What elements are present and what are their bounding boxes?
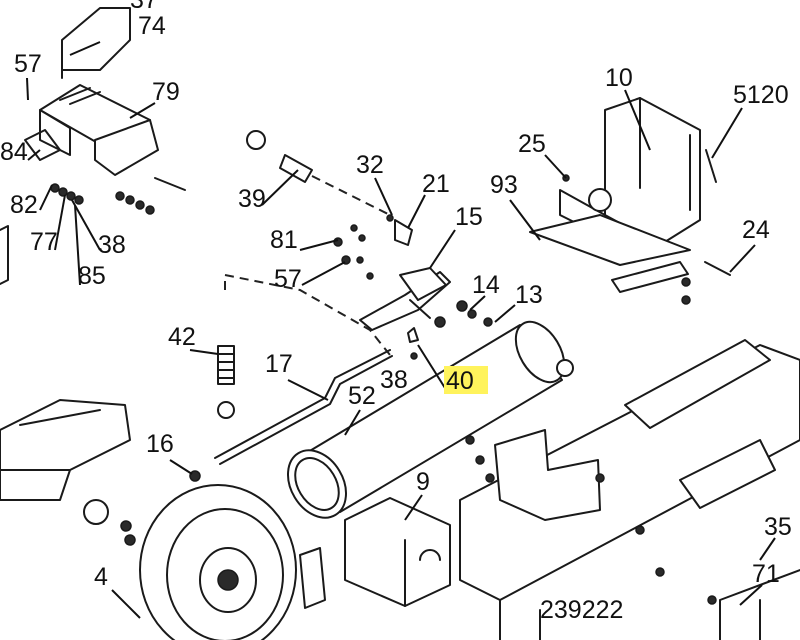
hitch-bracket-79	[24, 84, 159, 176]
mount-plate-93	[529, 149, 731, 305]
washers-81-57	[333, 224, 374, 280]
callout-14: 14	[472, 271, 500, 299]
leader-lines	[26, 41, 776, 619]
callout-4: 4	[94, 563, 108, 591]
callout-85: 85	[78, 262, 106, 290]
callout-71: 71	[752, 560, 780, 588]
callout-5120: 5120	[733, 81, 789, 109]
fitting-32-21	[386, 214, 413, 246]
bracket-9	[344, 497, 451, 607]
callout-25: 25	[518, 130, 546, 158]
tongue-base-left	[0, 399, 131, 501]
callout-15: 15	[455, 203, 483, 231]
callout-77: 77	[30, 228, 58, 256]
callout-21: 21	[422, 170, 450, 198]
callout-57-lower: 57	[274, 265, 302, 293]
knob-39	[246, 130, 391, 216]
callout-37: 37	[130, 0, 158, 14]
control-valve-15	[359, 267, 493, 331]
callout-highlight	[444, 366, 488, 394]
callout-93: 93	[490, 171, 518, 199]
callout-32: 32	[356, 151, 384, 179]
valve-bracket-10	[559, 97, 701, 246]
callout-35: 35	[764, 513, 792, 541]
callout-74: 74	[138, 12, 166, 40]
callout-labels: 37 74 57 79 84 82 77 38 85 39 32 21 81 5…	[0, 0, 792, 624]
callout-17: 17	[265, 350, 293, 378]
hydraulic-line	[224, 273, 391, 356]
callout-42: 42	[168, 323, 196, 351]
fitting-40-small	[407, 327, 419, 360]
wheel-4	[83, 470, 326, 640]
callout-84: 84	[0, 138, 28, 166]
callout-13: 13	[515, 281, 543, 309]
callout-10: 10	[605, 64, 633, 92]
callout-9: 9	[416, 468, 430, 496]
control-rod-17	[214, 349, 393, 465]
callout-38: 38	[98, 231, 126, 259]
callout-239222: 239222	[540, 596, 623, 624]
callout-57: 57	[14, 50, 42, 78]
callout-79: 79	[152, 78, 180, 106]
callout-24: 24	[742, 216, 770, 244]
callout-52: 52	[348, 382, 376, 410]
guard-plate-74	[61, 7, 131, 79]
callout-40: 40	[446, 367, 474, 395]
callout-39: 39	[238, 185, 266, 213]
main-beam	[459, 339, 800, 640]
bolt-set-left	[50, 177, 186, 215]
hitch-35-71	[707, 569, 800, 640]
callout-82: 82	[10, 191, 38, 219]
hydraulic-cylinder-52	[287, 320, 574, 519]
callout-16: 16	[146, 430, 174, 458]
callout-81: 81	[270, 226, 298, 254]
wedge-bracket	[465, 429, 665, 577]
spring-42	[217, 345, 235, 419]
callout-38-lower: 38	[380, 366, 408, 394]
hitch-post-left	[0, 225, 9, 285]
